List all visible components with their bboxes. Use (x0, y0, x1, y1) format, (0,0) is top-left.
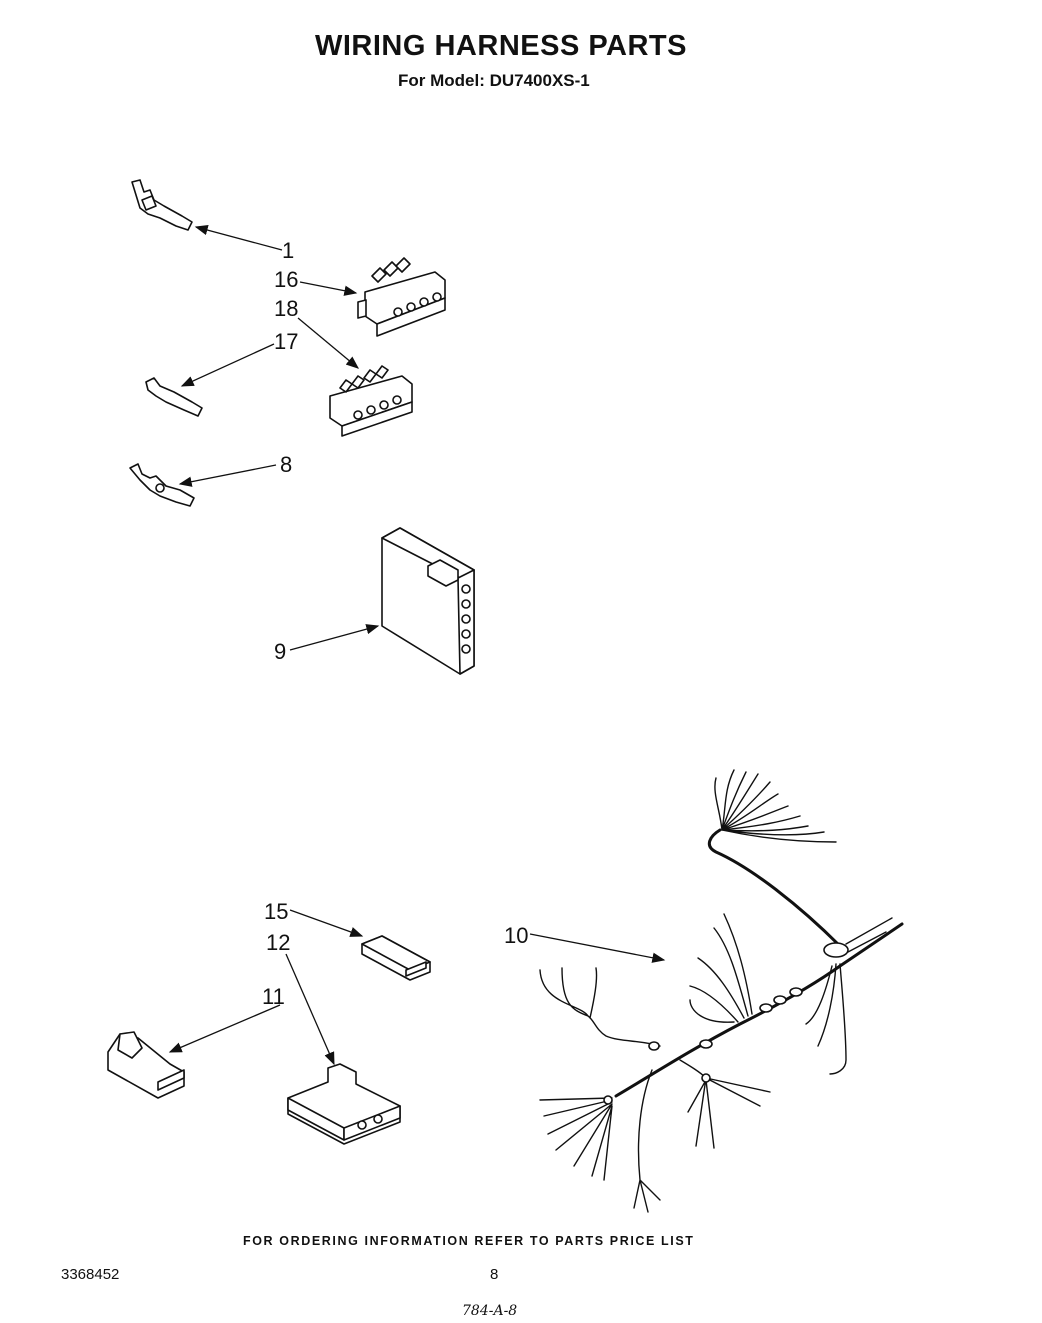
connector-block-part-9 (381, 527, 475, 675)
page-number: 8 (490, 1266, 499, 1283)
wiring-harness-part-10 (539, 769, 904, 1213)
terminal-part-17 (145, 377, 203, 417)
callout-8: 8 (280, 452, 292, 477)
ordering-info-note: FOR ORDERING INFORMATION REFER TO PARTS … (243, 1234, 695, 1248)
leader-9 (289, 624, 380, 651)
handwritten-code: 784-A-8 (462, 1303, 518, 1319)
callout-9: 9 (274, 639, 286, 664)
callout-10: 10 (504, 923, 528, 948)
leader-10 (529, 933, 666, 963)
callout-17: 17 (274, 329, 298, 354)
leader-8 (178, 464, 277, 487)
clip-part-15 (361, 935, 431, 981)
document-number: 3368452 (61, 1266, 120, 1283)
terminal-part-8 (129, 463, 195, 507)
leader-1 (194, 224, 283, 251)
connector-housing-part-16 (357, 257, 446, 337)
callout-15: 15 (264, 899, 288, 924)
callout-11: 11 (262, 984, 285, 1009)
leader-18 (297, 317, 359, 369)
clip-part-11 (107, 1031, 185, 1099)
model-subtitle: For Model: DU7400XS-1 (398, 71, 590, 90)
leader-11 (168, 1004, 281, 1053)
callout-16: 16 (274, 267, 298, 292)
callout-12: 12 (266, 930, 290, 955)
connector-housing-part-12 (287, 1063, 401, 1145)
leader-12 (285, 953, 335, 1066)
connector-housing-part-18 (329, 365, 413, 437)
page-title: WIRING HARNESS PARTS (315, 30, 687, 62)
terminal-part-1 (131, 179, 193, 231)
leader-15 (289, 909, 364, 937)
callout-1: 1 (282, 238, 294, 263)
leader-17 (180, 343, 275, 387)
callout-18: 18 (274, 296, 298, 321)
leader-16 (299, 281, 358, 296)
